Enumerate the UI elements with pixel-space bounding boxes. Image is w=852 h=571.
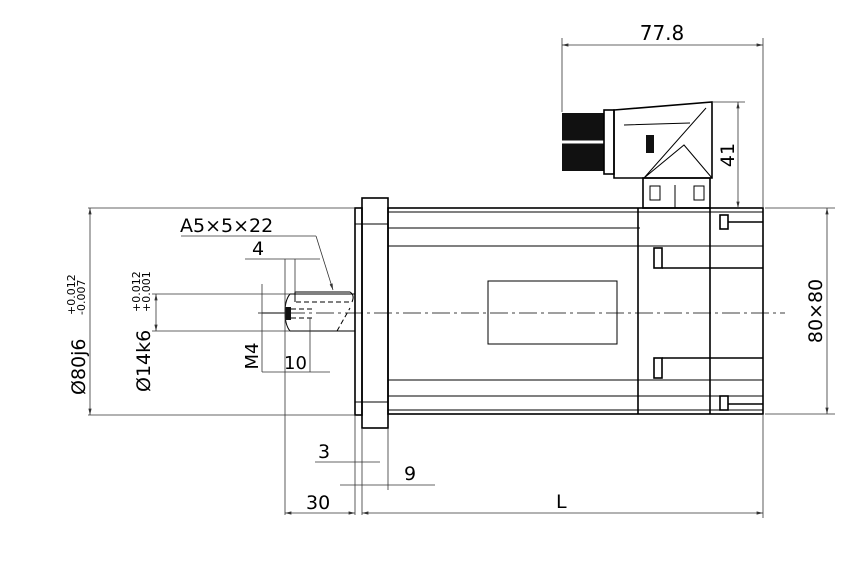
dim-key-offset: 4 [252,238,264,260]
motor-body [387,207,764,415]
dim-thread-depth: 10 [284,353,307,374]
nameplate [487,280,618,345]
dimension-lines [88,38,835,518]
dim-key: A5×5×22 [180,215,273,237]
shaft [262,291,355,332]
svg-text:-0.007: -0.007 [75,280,88,315]
dim-connector-height: 41 [717,143,739,167]
dim-connector-length: 77.8 [640,21,685,45]
svg-text:+0.001: +0.001 [140,271,153,312]
dim-shaft-diameter: Ø14k6 +0.012 +0.001 [130,271,155,392]
dim-flange-square: 80×80 [805,279,827,343]
svg-text:+0.012: +0.012 [65,274,78,315]
flange [354,197,389,429]
dim-shaft-length: 30 [306,492,330,514]
dim-body-length: L [556,491,567,513]
dim-pilot-diameter: Ø80j6 +0.012 -0.007 [65,274,90,395]
connector [562,101,713,209]
svg-text:Ø80j6: Ø80j6 [68,339,90,396]
dim-flange-thickness: 9 [404,463,416,485]
dim-pilot-length: 3 [318,441,330,463]
svg-text:Ø14k6: Ø14k6 [133,330,155,392]
dim-thread: M4 [242,343,263,370]
svg-text:+0.012: +0.012 [130,271,143,312]
